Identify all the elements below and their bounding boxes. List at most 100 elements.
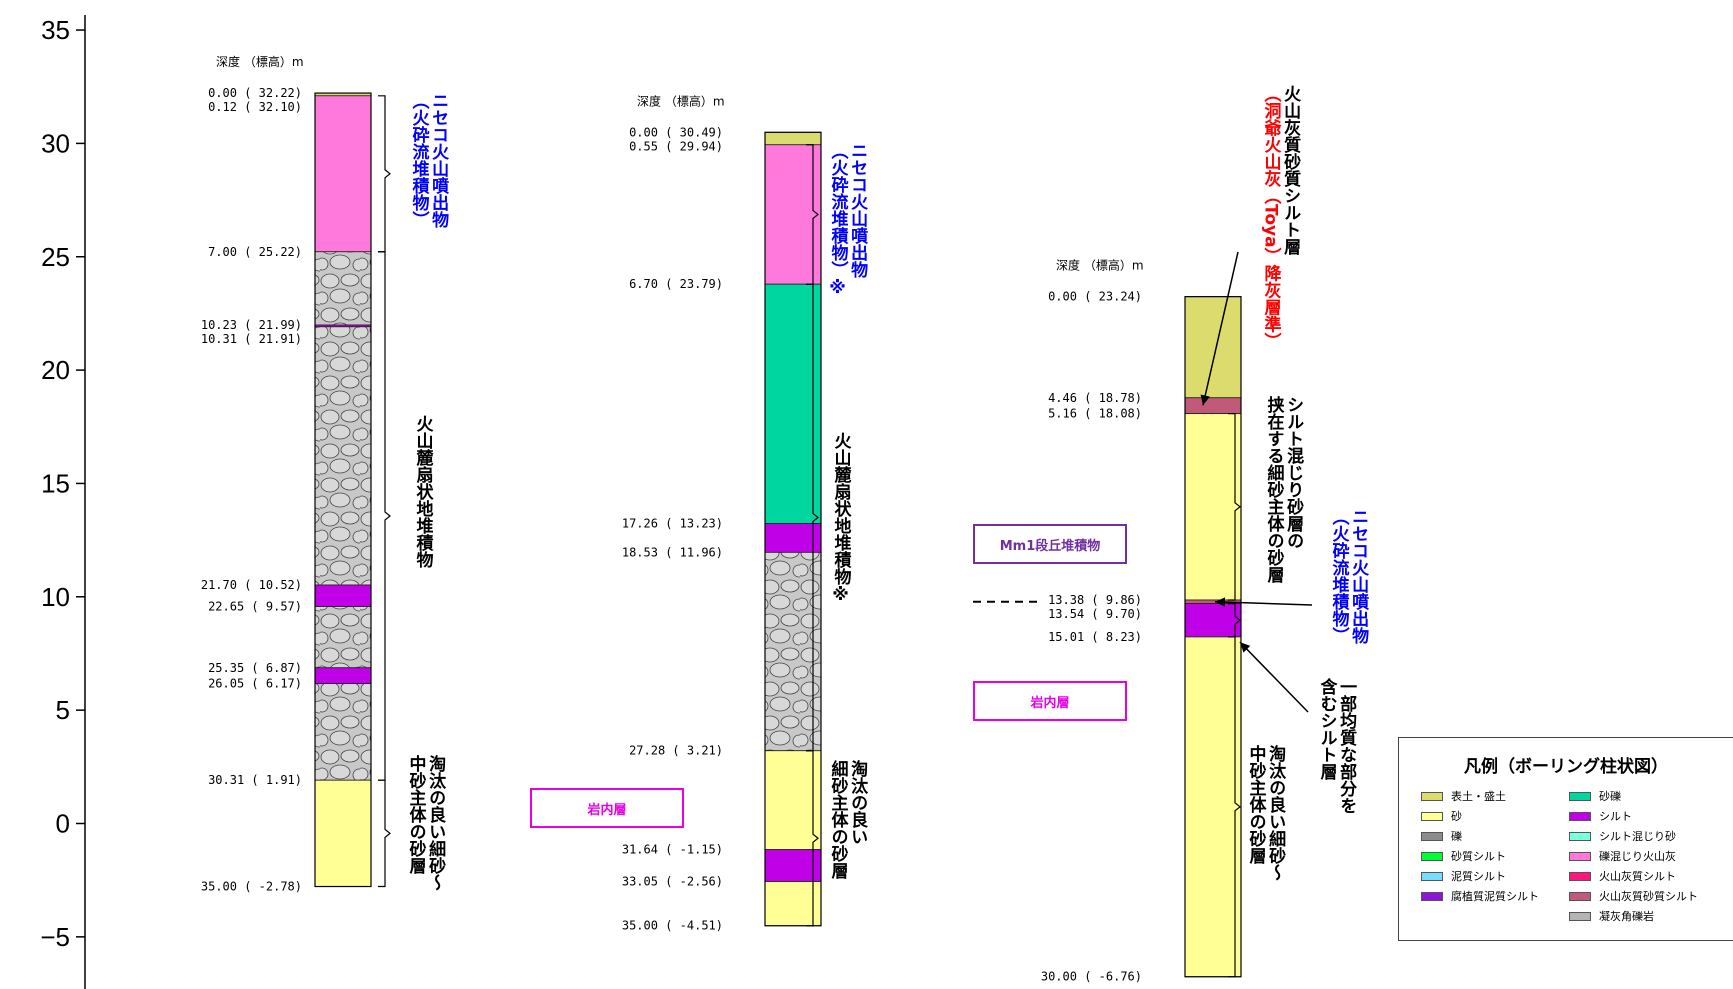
legend-item: 砂礫 — [1569, 788, 1621, 804]
axis-tick-label: 15 — [41, 468, 70, 498]
legend-item: 泥質シルト — [1421, 868, 1506, 884]
legend-label: 腐植質泥質シルト — [1451, 890, 1539, 903]
depth-label: 31.64 ( -1.15) — [622, 843, 723, 857]
borehole-3: 深度 （標高）m 0.00 ( 23.24) 4.46 ( 18.78) 5.16 (… — [1041, 258, 1242, 984]
arrow-toya — [1202, 251, 1239, 406]
legend-swatch — [1569, 871, 1591, 881]
b1-niseko-line2: （火砕流堆積物） — [408, 92, 429, 228]
legend-swatch — [1569, 891, 1591, 901]
depth-label: 13.38 ( 9.86) — [1048, 593, 1142, 607]
legend-item: 火山灰質シルト — [1569, 868, 1676, 884]
depth-label: 10.23 ( 21.99) — [201, 318, 302, 332]
b2-fan-text: 火山麓扇状地堆積物※ — [830, 432, 851, 605]
depth-label: 0.00 ( 23.24) — [1048, 290, 1142, 304]
legend-item: 凝灰角礫岩 — [1569, 908, 1654, 924]
b3-silty-line2: 挟在する細砂主体の砂層 — [1263, 396, 1284, 583]
legend-title: 凡例（ボーリング柱状図） — [1464, 757, 1668, 777]
b2-niseko-line1: ニセコ火山噴出物 — [847, 142, 868, 278]
borehole-1: 深度 （標高）m0.00 ( 32.22)0.12 ( 32.10)7.00 (… — [201, 54, 372, 894]
legend-swatch — [1569, 911, 1591, 921]
legend-label: 砂礫 — [1599, 790, 1621, 803]
depth-label: 26.05 ( 6.17) — [208, 677, 302, 691]
b3-niseko-line2: （火砕流堆積物） — [1328, 508, 1349, 644]
legend-swatch — [1569, 811, 1591, 821]
borehole-2: 深度 （標高）m0.00 ( 30.49)0.55 ( 29.94)6.70 (… — [622, 93, 822, 933]
axis-tick-label: 25 — [41, 242, 70, 272]
layer-gravelly_volcanic_ash — [314, 95, 372, 253]
depth-label: 0.00 ( 32.22) — [208, 86, 302, 100]
b1-sand-line2: 中砂主体の砂層 — [405, 755, 426, 874]
b3-partial-line2: 含むシルト層 — [1316, 678, 1337, 780]
b3-partial-label: 一部均質な部分を 含むシルト層 — [1316, 678, 1357, 814]
depth-label: 0.55 ( 29.94) — [629, 139, 723, 153]
layer-sandy_gravel — [764, 283, 822, 524]
b3-niseko-line1: ニセコ火山噴出物 — [1348, 508, 1369, 644]
depth-label: 21.70 ( 10.52) — [201, 578, 302, 592]
depth-label: 6.70 ( 23.79) — [629, 277, 723, 291]
b3-sand-label: 淘汰の良い細砂～ 中砂主体の砂層 — [1245, 745, 1286, 881]
b2-sand-line2: 細砂主体の砂層 — [827, 760, 848, 879]
arrow-partial — [1239, 641, 1309, 713]
b2-sand-label: 淘汰の良い 細砂主体の砂層 — [827, 760, 868, 879]
legend-label: 砂 — [1451, 810, 1462, 823]
b2-fan-label: 火山麓扇状地堆積物※ — [830, 432, 851, 605]
legend-item: 礫混じり火山灰 — [1569, 848, 1676, 864]
layer-surface_soil — [1184, 296, 1242, 399]
layer-silt — [314, 667, 372, 685]
legend-label: 砂質シルト — [1451, 850, 1506, 863]
axis-tick-label: 20 — [41, 355, 70, 385]
legend-label: シルト — [1599, 810, 1632, 823]
b3-toya-line2: （洞爺火山灰（Toya）降灰層準） — [1260, 85, 1281, 350]
depth-label: 7.00 ( 25.22) — [208, 245, 302, 259]
brace-b3-silty — [1228, 413, 1241, 601]
depth-label: 4.46 ( 18.78) — [1048, 391, 1142, 405]
depth-label: 25.35 ( 6.87) — [208, 661, 302, 675]
borehole-outline — [1184, 296, 1242, 978]
depth-label: 35.00 ( -2.78) — [201, 880, 302, 894]
legend-label: 礫 — [1451, 830, 1462, 843]
layer-silt — [1184, 603, 1242, 638]
legend-item: 砂質シルト — [1421, 848, 1506, 864]
brace-b1-fan — [378, 251, 391, 781]
legend-swatch — [1421, 871, 1443, 881]
depth-label: 30.31 ( 1.91) — [208, 773, 302, 787]
legend-label: 表土・盛土 — [1451, 790, 1506, 803]
b1-sand-line1: 淘汰の良い細砂～ — [425, 755, 446, 891]
b1-niseko-line1: ニセコ火山噴出物 — [428, 92, 449, 228]
layer-sand — [764, 750, 822, 850]
layer-silt — [764, 523, 822, 553]
legend-swatch — [1569, 831, 1591, 841]
legend-item: 腐植質泥質シルト — [1421, 888, 1539, 904]
legend-label: 泥質シルト — [1451, 870, 1506, 883]
legend-item: 火山灰質砂質シルト — [1569, 888, 1698, 904]
layer-gravel — [314, 606, 372, 669]
layer-gravel — [314, 251, 372, 326]
depth-label: 5.16 ( 18.08) — [1048, 407, 1142, 421]
b2-niseko-line2: （火砕流堆積物）※ — [827, 142, 848, 298]
borehole-outline — [314, 92, 372, 888]
iwanai-box-right: 岩内層 — [973, 681, 1127, 721]
b3-sand-line2: 中砂主体の砂層 — [1245, 745, 1266, 864]
axis-tick-label: 0 — [56, 809, 70, 839]
b1-niseko-label: ニセコ火山噴出物 （火砕流堆積物） — [408, 92, 449, 228]
layer-volcanic_ash_sandy_silt — [1184, 397, 1242, 415]
layer-gravel — [314, 683, 372, 781]
legend-item: 砂 — [1421, 808, 1462, 824]
layer-surface_soil — [764, 131, 822, 146]
iwanai-box-left: 岩内層 — [530, 788, 684, 828]
axis-tick-label: 5 — [56, 695, 70, 725]
depth-header: 深度 （標高）m — [1056, 258, 1144, 273]
b1-sand-label: 淘汰の良い細砂～ 中砂主体の砂層 — [405, 755, 446, 891]
legend-item: 表土・盛土 — [1421, 788, 1506, 804]
layer-sand — [314, 779, 372, 887]
mm1-terrace-box: Mm1段丘堆積物 — [973, 524, 1127, 564]
layer-sand — [1184, 413, 1242, 601]
depth-label: 18.53 ( 11.96) — [622, 545, 723, 559]
legend-swatch — [1421, 851, 1443, 861]
legend-swatch — [1421, 831, 1443, 841]
axis-tick-label: −5 — [40, 922, 70, 952]
arrow-partial-head — [1240, 642, 1251, 653]
depth-label: 22.65 ( 9.57) — [208, 600, 302, 614]
arrow-niseko — [1214, 601, 1313, 606]
